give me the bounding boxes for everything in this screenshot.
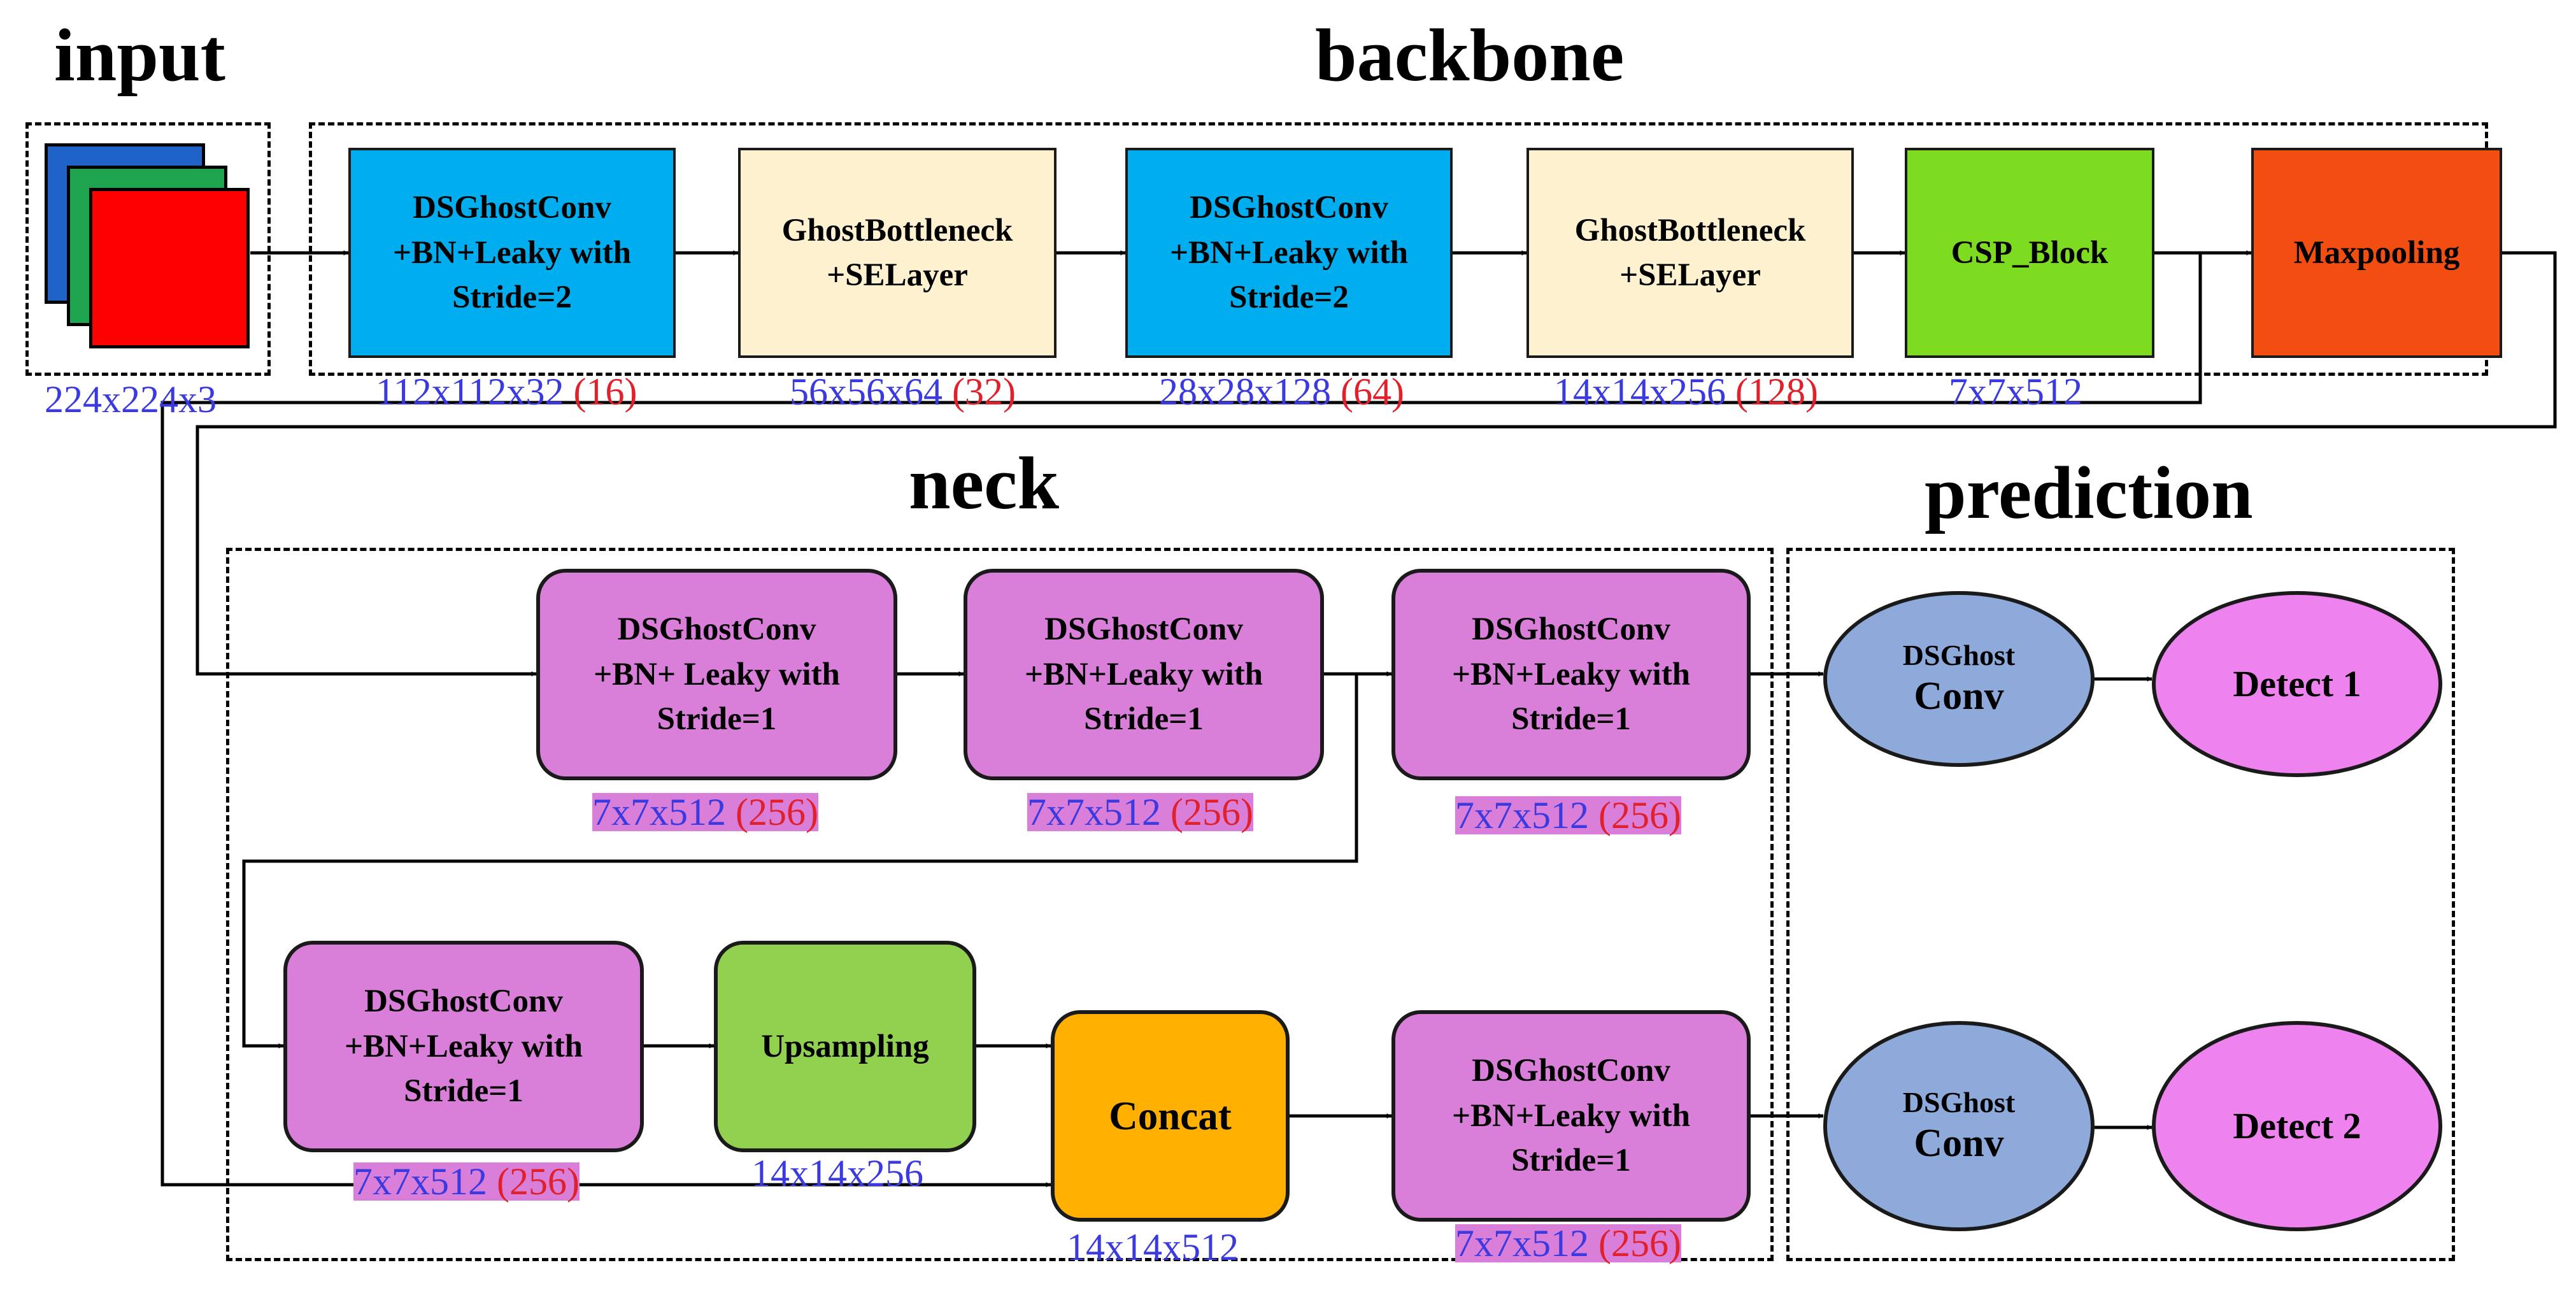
neck-upsampling-size-label: 14x14x256 bbox=[751, 1154, 923, 1192]
prediction-title: prediction bbox=[1925, 451, 2253, 534]
neck-conv-1: DSGhostConv +BN+ Leaky with Stride=1 bbox=[536, 569, 897, 780]
size-value: 7x7x512 bbox=[353, 1161, 487, 1203]
neck-frame bbox=[226, 548, 1774, 1261]
input-size-label: 224x224x3 bbox=[45, 380, 217, 418]
head-1-dsghostconv: DSGhost Conv bbox=[1823, 591, 2095, 767]
neck-conv-5-size-label: 7x7x512 (256) bbox=[1455, 1224, 1681, 1262]
size-value: 14x14x512 bbox=[1067, 1226, 1239, 1268]
channel-value: (64) bbox=[1341, 371, 1404, 413]
backbone-3-size-label: 28x28x128 (64) bbox=[1159, 373, 1404, 411]
wire-n2-down-to-row2 bbox=[242, 674, 1358, 1048]
size-value: 7x7x512 bbox=[1949, 371, 2082, 413]
channel-value: (256) bbox=[736, 791, 818, 833]
backbone-dsghostconv-2: DSGhostConv +BN+Leaky with Stride=2 bbox=[1125, 148, 1453, 358]
input-title: input bbox=[54, 13, 225, 97]
conv-text: Conv bbox=[1914, 1122, 2004, 1166]
neck-conv-4: DSGhostConv +BN+Leaky with Stride=1 bbox=[283, 941, 644, 1152]
conv-text: Conv bbox=[1914, 675, 2004, 718]
backbone-2-size-label: 56x56x64 (32) bbox=[790, 373, 1016, 411]
neck-conv-3: DSGhostConv +BN+Leaky with Stride=1 bbox=[1391, 569, 1751, 780]
neck-conv-3-size-label: 7x7x512 (256) bbox=[1455, 796, 1681, 834]
input-image-stack bbox=[41, 140, 258, 357]
head-2-dsghostconv: DSGhost Conv bbox=[1823, 1021, 2095, 1231]
neck-conv-2: DSGhostConv +BN+Leaky with Stride=1 bbox=[964, 569, 1324, 780]
channel-value: (256) bbox=[497, 1161, 580, 1203]
wire-maxpool-to-neck bbox=[196, 251, 2557, 676]
input-size-value: 224x224x3 bbox=[45, 378, 217, 420]
neck-conv-1-size-label: 7x7x512 (256) bbox=[592, 793, 818, 831]
backbone-ghostbottleneck-2: GhostBottleneck +SELayer bbox=[1526, 148, 1854, 358]
dsghost-text: DSGhost bbox=[1902, 1086, 2016, 1119]
size-value: 7x7x512 bbox=[1455, 1222, 1589, 1264]
neck-concat: Concat bbox=[1051, 1010, 1290, 1222]
backbone-4-size-label: 14x14x256 (128) bbox=[1554, 373, 1818, 411]
neck-title: neck bbox=[909, 441, 1059, 525]
backbone-csp-block: CSP_Block bbox=[1905, 148, 2154, 358]
head-1-detect: Detect 1 bbox=[2152, 591, 2442, 777]
neck-upsampling: Upsampling bbox=[714, 941, 976, 1152]
channel-value: (256) bbox=[1171, 791, 1253, 833]
channel-value: (256) bbox=[1598, 794, 1681, 836]
size-value: 14x14x256 bbox=[751, 1152, 923, 1194]
channel-red-square bbox=[89, 188, 250, 348]
size-value: 7x7x512 bbox=[592, 791, 726, 833]
backbone-title: backbone bbox=[1315, 13, 1625, 97]
size-value: 28x28x128 bbox=[1159, 371, 1331, 413]
channel-value: (128) bbox=[1735, 371, 1818, 413]
size-value: 7x7x512 bbox=[1027, 791, 1161, 833]
size-value: 56x56x64 bbox=[790, 371, 943, 413]
neck-conv-2-size-label: 7x7x512 (256) bbox=[1027, 793, 1253, 831]
size-value: 14x14x256 bbox=[1554, 371, 1726, 413]
backbone-maxpooling: Maxpooling bbox=[2251, 148, 2502, 358]
dsghost-text: DSGhost bbox=[1902, 639, 2016, 672]
input-frame bbox=[25, 122, 271, 376]
neck-concat-size-label: 14x14x512 bbox=[1067, 1228, 1239, 1266]
neck-conv-4-size-label: 7x7x512 (256) bbox=[353, 1162, 580, 1201]
backbone-5-size-label: 7x7x512 bbox=[1949, 373, 2082, 411]
channel-value: (16) bbox=[573, 371, 637, 413]
channel-value: (256) bbox=[1598, 1222, 1681, 1264]
backbone-1-size-label: 112x112x32 (16) bbox=[376, 373, 637, 411]
backbone-ghostbottleneck-1: GhostBottleneck +SELayer bbox=[738, 148, 1057, 358]
neck-conv-5: DSGhostConv +BN+Leaky with Stride=1 bbox=[1391, 1010, 1751, 1222]
size-value: 7x7x512 bbox=[1455, 794, 1589, 836]
backbone-dsghostconv-1: DSGhostConv +BN+Leaky with Stride=2 bbox=[348, 148, 676, 358]
channel-value: (32) bbox=[952, 371, 1016, 413]
prediction-frame bbox=[1786, 548, 2455, 1261]
size-value: 112x112x32 bbox=[376, 371, 564, 413]
head-2-detect: Detect 2 bbox=[2152, 1021, 2442, 1231]
